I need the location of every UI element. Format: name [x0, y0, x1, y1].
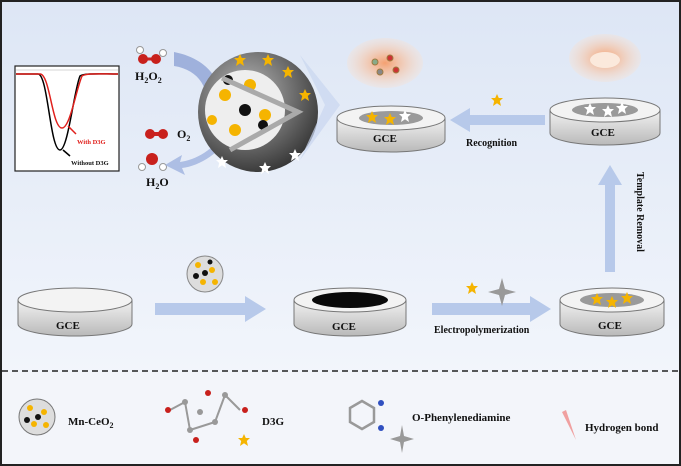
products-out-arrow: [165, 130, 232, 175]
o2-molecule: O2: [145, 127, 190, 143]
with-d3g-curve: [16, 73, 119, 129]
svg-text:O2: O2: [177, 127, 190, 143]
gce-recognized: GCE: [336, 38, 446, 153]
mn-ceo2-nanozyme-large: [198, 52, 318, 174]
gce-modified: GCE: [293, 287, 407, 337]
mn-ceo2-small: [186, 255, 224, 293]
inset-plot: With D3G Without D3G: [14, 65, 120, 172]
with-d3g-label: With D3G: [77, 139, 106, 146]
svg-text:O-Phenylenediamine: O-Phenylenediamine: [412, 412, 511, 424]
sphere-to-electrode-arrow: [300, 55, 340, 160]
svg-text:H2O2: H2O2: [135, 69, 162, 85]
svg-text:Mn-CeO2: Mn-CeO2: [68, 416, 114, 430]
legend-o-phenylenediamine: O-Phenylenediamine: [348, 399, 511, 453]
svg-text:GCE: GCE: [56, 320, 80, 332]
legend-hydrogen-bond: Hydrogen bond: [562, 410, 658, 440]
electropolymerization-label: Electropolymerization: [434, 325, 530, 336]
gce-imprinted: GCE: [559, 287, 665, 337]
monomer-icon: [390, 425, 414, 453]
electropolymerization-arrow: [432, 296, 551, 322]
h2o2-molecule: H2O2: [135, 46, 167, 85]
legend-d3g: D3G: [165, 390, 284, 446]
h2o-molecule: H2O: [138, 153, 169, 191]
svg-text:GCE: GCE: [332, 321, 356, 333]
svg-text:D3G: D3G: [262, 416, 284, 428]
recognition-label: Recognition: [466, 138, 518, 149]
monomer-icon: [488, 278, 516, 306]
template-removal-arrow: [598, 165, 622, 272]
modification-arrow: [155, 296, 266, 322]
svg-text:H2O: H2O: [146, 175, 169, 191]
recognition-arrow: [450, 108, 545, 132]
gce-bare: GCE: [17, 287, 133, 337]
template-removal-label: Template Removal: [634, 172, 645, 252]
svg-text:Hydrogen bond: Hydrogen bond: [585, 422, 658, 434]
svg-text:GCE: GCE: [373, 133, 397, 145]
svg-text:GCE: GCE: [598, 320, 622, 332]
gce-template-removed: GCE: [549, 34, 661, 146]
legend-mn-ceo2: Mn-CeO2: [18, 398, 114, 436]
svg-text:GCE: GCE: [591, 127, 615, 139]
without-d3g-label: Without D3G: [71, 160, 109, 167]
